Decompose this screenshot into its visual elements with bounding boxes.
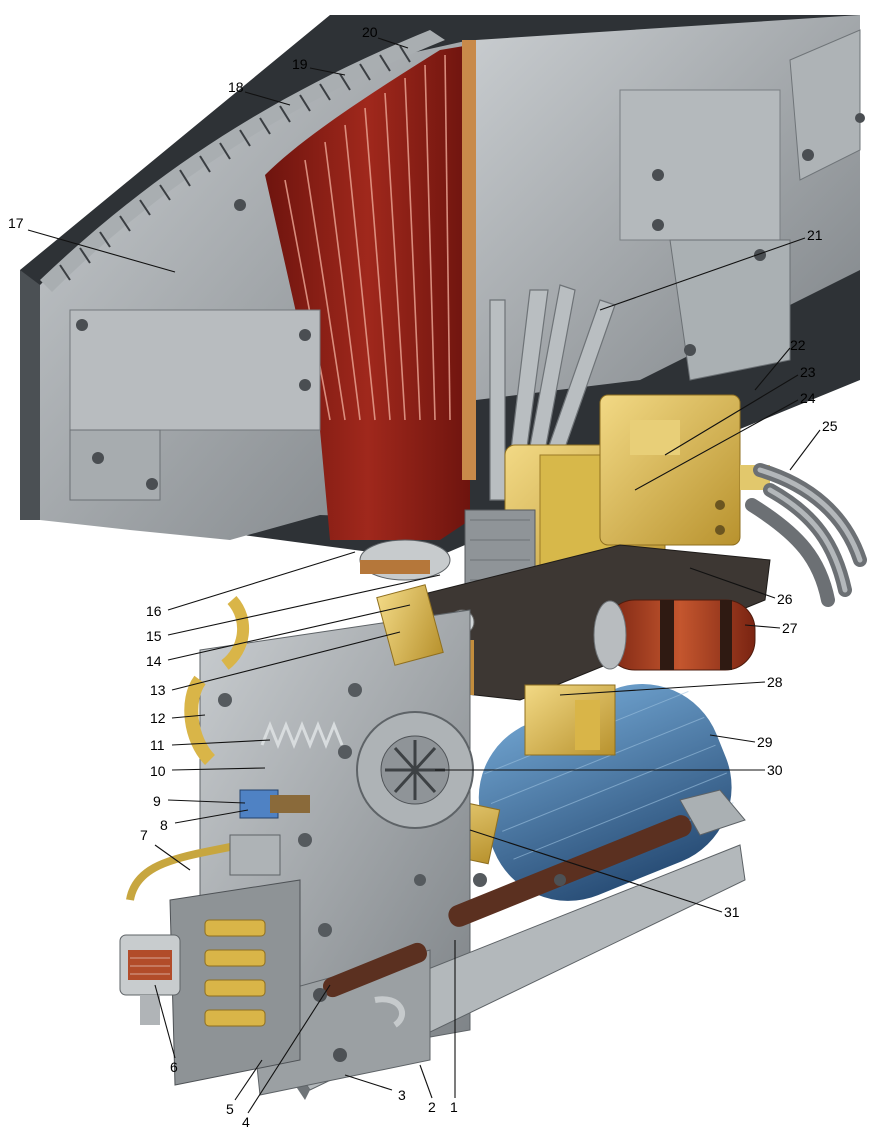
leader-10 <box>171 767 266 771</box>
leader-19 <box>309 67 346 76</box>
callout-16: 16 <box>146 603 162 619</box>
callout-11: 11 <box>150 737 165 753</box>
callout-10: 10 <box>150 763 166 779</box>
callout-1: 1 <box>450 1099 458 1115</box>
leader-31 <box>469 829 723 913</box>
callout-19: 19 <box>292 56 308 72</box>
leader-6 <box>154 984 176 1059</box>
callout-6: 6 <box>170 1059 178 1075</box>
callout-3: 3 <box>398 1087 406 1103</box>
callout-4: 4 <box>242 1114 250 1130</box>
mechanism-housing <box>184 539 487 1061</box>
callout-13: 13 <box>150 682 166 698</box>
callout-5: 5 <box>226 1101 234 1117</box>
callout-30: 30 <box>767 762 783 778</box>
callout-21: 21 <box>807 227 823 243</box>
leader-18 <box>244 91 291 106</box>
callout-14: 14 <box>146 653 162 669</box>
callout-25: 25 <box>822 418 838 434</box>
callout-24: 24 <box>800 390 816 406</box>
leader-3 <box>344 1074 393 1091</box>
leader-13 <box>171 631 401 691</box>
leader-29 <box>709 734 756 743</box>
cooling-fins <box>59 45 411 281</box>
callout-22: 22 <box>790 337 806 353</box>
leader-8 <box>174 809 249 824</box>
callout-17: 17 <box>8 215 24 231</box>
callout-27: 27 <box>782 620 798 636</box>
callout-7: 7 <box>140 827 148 843</box>
leader-4 <box>247 984 331 1114</box>
arc-chute <box>20 15 865 560</box>
callout-15: 15 <box>146 628 162 644</box>
leader-22 <box>754 347 791 391</box>
leader-20 <box>377 37 409 49</box>
callout-12: 12 <box>150 710 166 726</box>
leader-lines <box>27 37 821 1114</box>
leader-12 <box>171 714 206 719</box>
leader-25 <box>789 429 821 471</box>
leader-17 <box>27 229 176 273</box>
callout-18: 18 <box>228 79 244 95</box>
callout-26: 26 <box>777 591 793 607</box>
leader-21 <box>599 237 806 311</box>
holding-coil <box>593 599 756 671</box>
callout-2: 2 <box>428 1099 436 1115</box>
leader-16 <box>167 551 356 611</box>
leader-24 <box>634 399 799 491</box>
callout-28: 28 <box>767 674 783 690</box>
cables <box>745 463 867 607</box>
arc-plates <box>284 54 451 421</box>
callout-9: 9 <box>153 793 161 809</box>
callout-29: 29 <box>757 734 773 750</box>
callout-8: 8 <box>160 817 168 833</box>
callout-23: 23 <box>800 364 816 380</box>
leader-14 <box>167 604 411 661</box>
auxiliary-contacts <box>119 834 301 1086</box>
callout-20: 20 <box>362 24 378 40</box>
leader-26 <box>689 567 776 599</box>
leader-11 <box>171 739 271 746</box>
spring <box>260 720 344 750</box>
leader-5 <box>234 1059 263 1101</box>
leader-23 <box>664 374 799 456</box>
leader-2 <box>419 1064 433 1099</box>
leader-28 <box>559 681 766 696</box>
callout-labels: 1 2 3 4 5 6 7 8 9 10 11 12 13 14 15 16 1… <box>8 24 838 1130</box>
leader-7 <box>154 844 191 871</box>
leader-9 <box>167 799 246 804</box>
leader-27 <box>744 624 781 629</box>
callout-31: 31 <box>724 904 740 920</box>
leader-15 <box>167 574 441 636</box>
